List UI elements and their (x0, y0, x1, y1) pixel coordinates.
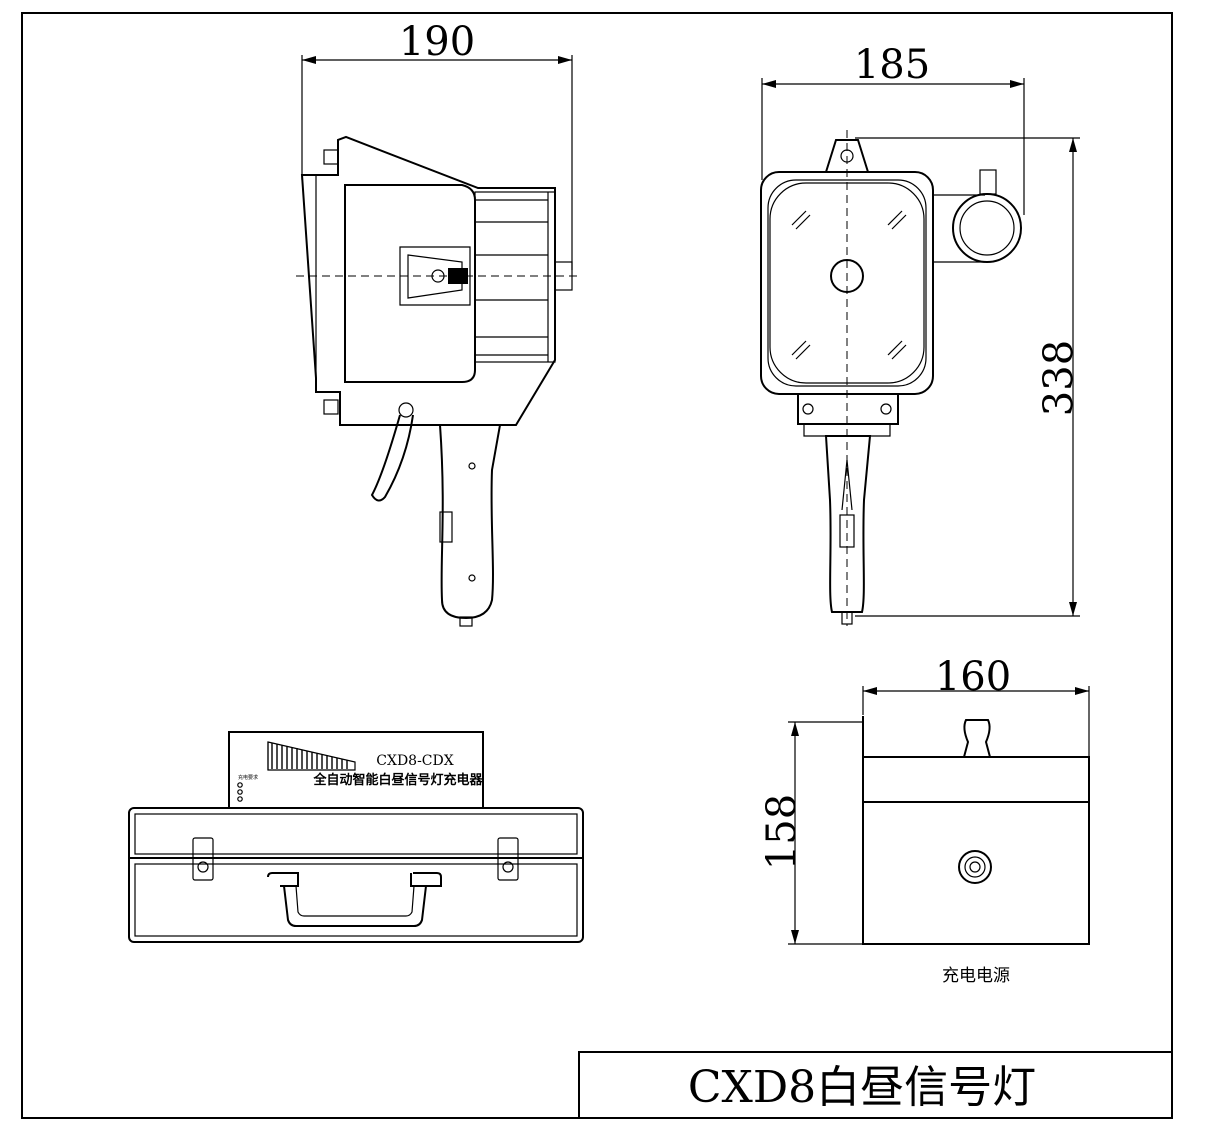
power-source-caption: 充电电源 (942, 966, 1010, 986)
indicator-light (237, 782, 243, 788)
charger-model: CXD8-CDX (376, 753, 453, 769)
case-handle (267, 872, 442, 927)
case-latch (497, 837, 519, 881)
title-block: CXD8白昼信号灯 (578, 1051, 1173, 1119)
dimension-190: 190 (399, 19, 475, 65)
charger-unit (228, 731, 484, 809)
charger-status-label: 充电要求 (238, 774, 258, 781)
dimension-185: 185 (854, 42, 930, 88)
carrying-case (128, 807, 584, 943)
charger-name: 全自动智能白昼信号灯充电器 (312, 772, 483, 788)
power-source: 160 158 充电电源 (759, 654, 1090, 986)
case-latch (192, 837, 214, 881)
side-view: 190 (296, 19, 580, 627)
dimension-158: 158 (759, 794, 805, 870)
front-view: 185 338 (760, 42, 1082, 626)
charger-and-case: CXD8-CDX 全自动智能白昼信号灯充电器 充电要求 (128, 731, 584, 943)
charge-level-bars (267, 741, 356, 771)
drawing-frame (21, 12, 1173, 1119)
drawing-title: CXD8白昼信号灯 (688, 1062, 1036, 1113)
dimension-338: 338 (1036, 340, 1082, 416)
indicator-light (237, 796, 243, 802)
indicator-light (237, 789, 243, 795)
dimension-160: 160 (935, 654, 1011, 700)
